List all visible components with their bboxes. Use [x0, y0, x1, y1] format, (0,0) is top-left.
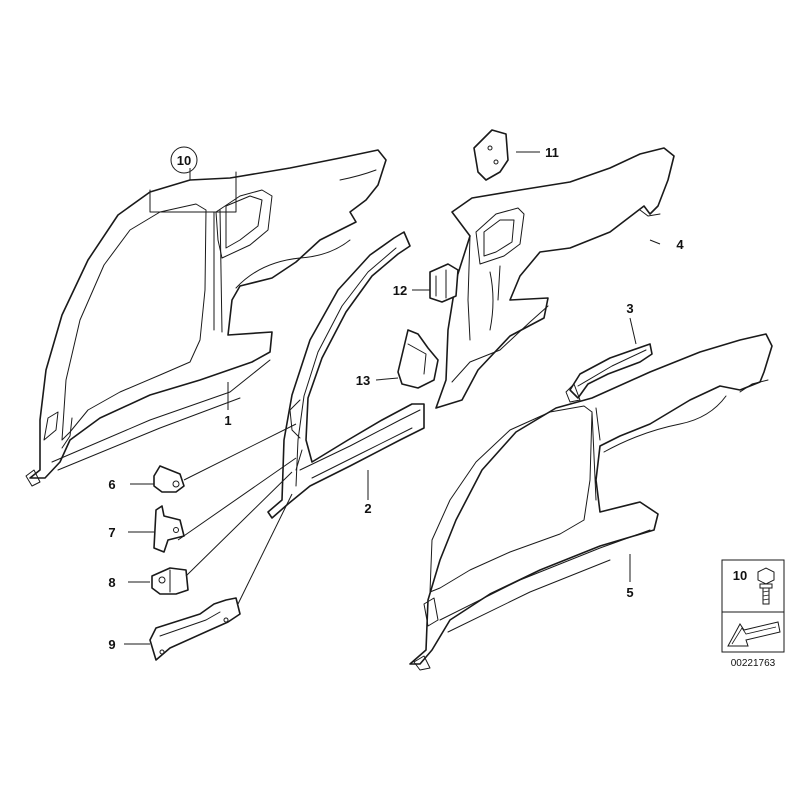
callout-13: 13 — [356, 373, 370, 388]
callout-7: 7 — [108, 525, 115, 540]
part-1-side-frame — [25, 149, 387, 487]
bolt-icon — [757, 567, 775, 605]
callout-3: 3 — [626, 301, 633, 316]
legend-part-label: 10 — [733, 568, 747, 583]
callout-6: 6 — [108, 477, 115, 492]
callout-11: 11 — [545, 145, 559, 160]
arrow-icon — [727, 621, 781, 647]
part-4-rear-quarter — [435, 147, 675, 409]
callout-10: 10 — [177, 153, 191, 168]
callout-9: 9 — [108, 637, 115, 652]
part-5-outer-side-panel — [409, 333, 773, 671]
part-13-mount-bracket — [397, 329, 439, 389]
part-6-clip — [153, 465, 185, 493]
part-9-sill-bracket — [149, 597, 241, 661]
leader-lines — [124, 151, 661, 645]
callout-10-circle — [170, 146, 198, 174]
callout-5: 5 — [626, 585, 633, 600]
part-7-bracket — [153, 505, 185, 553]
reference-number: 00221763 — [731, 658, 776, 669]
part-8-angle-bracket — [151, 567, 189, 595]
part-3-roof-rail — [565, 343, 653, 403]
callout-4: 4 — [676, 237, 684, 252]
callout-8: 8 — [108, 575, 115, 590]
part-2-inner-pillar-sill — [267, 231, 425, 519]
part-12-bracket — [429, 263, 459, 303]
callout-2: 2 — [364, 501, 371, 516]
callout-12: 12 — [393, 283, 407, 298]
part-11-plate — [473, 129, 509, 181]
callout-1: 1 — [224, 413, 231, 428]
legend-box: 10 — [721, 559, 785, 653]
